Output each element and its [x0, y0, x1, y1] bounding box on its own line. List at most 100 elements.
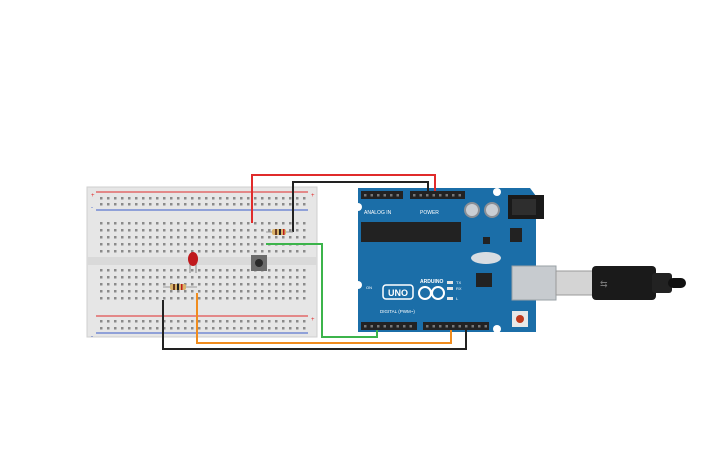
push-button[interactable]	[251, 255, 267, 271]
rx-led	[447, 287, 453, 290]
header-pin[interactable]	[403, 325, 406, 328]
resistor-bottom[interactable]	[163, 284, 197, 290]
header-pin[interactable]	[413, 194, 416, 197]
header-pin[interactable]	[426, 325, 429, 328]
led-red[interactable]	[188, 252, 198, 273]
header-pin[interactable]	[452, 194, 455, 197]
breadboard-hole	[177, 222, 180, 225]
wire-green[interactable]	[266, 243, 378, 338]
breadboard-hole	[191, 236, 194, 239]
breadboard-hole	[212, 320, 215, 323]
header-pin[interactable]	[439, 194, 442, 197]
breadboard-hole	[282, 250, 285, 253]
breadboard-hole	[219, 222, 222, 225]
header-pin[interactable]	[390, 194, 393, 197]
breadboard-hole	[142, 320, 145, 323]
header-pin[interactable]	[432, 325, 436, 328]
header-pin[interactable]	[370, 194, 374, 197]
header-pin[interactable]	[364, 325, 367, 328]
digital-header-high[interactable]	[423, 322, 489, 330]
power-header[interactable]	[410, 191, 465, 199]
rail-plus-label-right: +	[311, 193, 315, 199]
breadboard-hole	[156, 276, 159, 279]
breadboard-hole	[303, 236, 306, 239]
wire-black-bottom[interactable]	[162, 300, 467, 350]
breadboard-hole	[289, 203, 292, 206]
breadboard-hole	[198, 197, 201, 200]
breadboard-hole	[170, 290, 173, 293]
breadboard-hole	[163, 320, 166, 323]
header-pin[interactable]	[432, 194, 436, 197]
breadboard-hole	[219, 236, 222, 239]
header-pin[interactable]	[370, 325, 374, 328]
header-pin[interactable]	[377, 325, 380, 328]
digital-header-low[interactable]	[361, 322, 417, 330]
breadboard-hole	[177, 276, 180, 279]
breadboard-hole	[289, 269, 292, 272]
breadboard-hole	[268, 229, 271, 232]
breadboard-hole	[191, 197, 194, 200]
arduino-uno-board[interactable]: ANALOG IN POWER TX RX L ON UNO	[354, 188, 557, 333]
breadboard-hole	[142, 283, 145, 286]
breadboard[interactable]: + - + + -	[86, 186, 318, 340]
breadboard-hole	[128, 229, 131, 232]
header-pin[interactable]	[377, 194, 380, 197]
header-pin[interactable]	[383, 194, 387, 197]
breadboard-hole	[303, 269, 306, 272]
breadboard-hole	[156, 197, 159, 200]
breadboard-hole	[254, 222, 257, 225]
breadboard-hole	[149, 320, 152, 323]
breadboard-hole	[114, 320, 117, 323]
usb-port[interactable]	[511, 265, 557, 301]
breadboard-hole	[170, 229, 173, 232]
breadboard-hole	[268, 250, 271, 253]
header-pin[interactable]	[445, 325, 449, 328]
wire-black-top[interactable]	[292, 181, 429, 232]
header-pin[interactable]	[396, 194, 400, 197]
header-pin[interactable]	[426, 194, 429, 197]
breadboard-hole	[226, 327, 229, 330]
header-pin[interactable]	[484, 325, 488, 328]
header-pin[interactable]	[471, 325, 475, 328]
header-pin[interactable]	[465, 325, 468, 328]
breadboard-hole	[289, 320, 292, 323]
header-pin[interactable]	[419, 194, 423, 197]
header-pin[interactable]	[390, 325, 393, 328]
breadboard-hole	[240, 283, 243, 286]
resistor-top[interactable]	[266, 229, 293, 235]
breadboard-hole	[247, 229, 250, 232]
analog-header[interactable]	[361, 191, 403, 199]
breadboard-hole	[142, 290, 145, 293]
header-pin[interactable]	[439, 325, 442, 328]
breadboard-hole	[142, 222, 145, 225]
microcontroller-chip	[361, 222, 461, 242]
wire-red[interactable]	[251, 174, 436, 223]
header-pin[interactable]	[452, 325, 455, 328]
breadboard-hole	[261, 276, 264, 279]
header-pin[interactable]	[409, 325, 413, 328]
breadboard-hole	[226, 243, 229, 246]
breadboard-hole	[254, 250, 257, 253]
breadboard-hole	[296, 203, 299, 206]
breadboard-hole	[226, 250, 229, 253]
header-pin[interactable]	[458, 325, 462, 328]
breadboard-hole	[247, 327, 250, 330]
header-pin[interactable]	[478, 325, 481, 328]
header-pin[interactable]	[445, 194, 449, 197]
wire-orange[interactable]	[196, 293, 452, 344]
breadboard-hole	[142, 327, 145, 330]
breadboard-hole	[149, 222, 152, 225]
breadboard-hole	[177, 297, 180, 300]
wires[interactable]	[162, 174, 467, 350]
breadboard-hole	[219, 229, 222, 232]
usb-cable[interactable]: ⇆	[555, 266, 686, 300]
header-pin[interactable]	[364, 194, 367, 197]
breadboard-hole	[128, 269, 131, 272]
breadboard-hole	[100, 269, 103, 272]
breadboard-hole	[254, 243, 257, 246]
header-pin[interactable]	[458, 194, 462, 197]
breadboard-hole	[205, 222, 208, 225]
header-pin[interactable]	[396, 325, 400, 328]
header-pin[interactable]	[383, 325, 387, 328]
breadboard-hole	[114, 222, 117, 225]
